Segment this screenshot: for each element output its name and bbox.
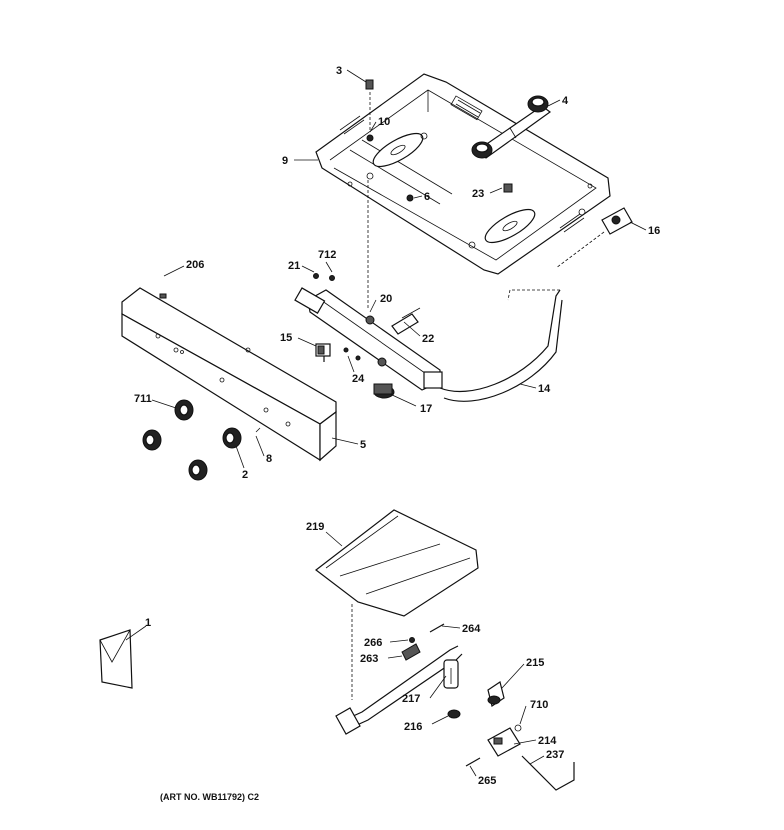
callout-711: 711	[134, 393, 152, 405]
valve-parts	[313, 273, 421, 399]
control-panel	[121, 287, 337, 462]
callout-216: 216	[404, 721, 422, 733]
oven-burner-tube	[335, 645, 463, 735]
callout-21: 21	[288, 260, 300, 272]
callout-237: 237	[546, 749, 564, 761]
callout-214: 214	[538, 735, 557, 747]
callout-1: 1	[145, 617, 151, 629]
callout-23: 23	[472, 188, 484, 200]
burner-box-assembly	[315, 73, 611, 275]
control-knobs	[142, 399, 261, 481]
callout-15: 15	[280, 332, 292, 344]
leader-lines	[125, 69, 647, 777]
callout-219: 219	[306, 521, 324, 533]
callout-8: 8	[266, 453, 272, 465]
burner-head-bracket	[471, 95, 552, 159]
callout-24: 24	[352, 373, 365, 385]
callout-264: 264	[462, 623, 481, 635]
callout-712: 712	[318, 249, 336, 261]
burner-shield	[315, 509, 479, 700]
callout-17: 17	[420, 403, 432, 415]
callout-215: 215	[526, 657, 544, 669]
callout-710: 710	[530, 699, 548, 711]
orifice-parts	[401, 623, 445, 661]
callout-263: 263	[360, 653, 378, 665]
callout-6: 6	[424, 191, 430, 203]
gas-tube	[439, 289, 563, 402]
manifold-pipe	[294, 287, 443, 391]
callout-16: 16	[648, 225, 660, 237]
callout-2: 2	[242, 469, 248, 481]
callout-217: 217	[402, 693, 420, 705]
callout-5: 5	[360, 439, 366, 451]
callout-206: 206	[186, 259, 204, 271]
callout-3: 3	[336, 65, 342, 77]
callout-266: 266	[364, 637, 382, 649]
art-number-caption: (ART NO. WB11792) C2	[160, 792, 259, 802]
callout-labels: 3 4 10 9 6 23 16 206 712 21 20 22 15 24 …	[134, 65, 660, 787]
screw-parts	[365, 79, 513, 310]
callout-9: 9	[282, 155, 288, 167]
callout-10: 10	[378, 116, 390, 128]
callout-4: 4	[562, 95, 569, 107]
igniter-parts	[465, 681, 575, 791]
callout-22: 22	[422, 333, 434, 345]
callout-265: 265	[478, 775, 496, 787]
electrode-bracket	[555, 207, 633, 269]
callout-14: 14	[538, 383, 551, 395]
literature-pack	[99, 629, 133, 689]
callout-20: 20	[380, 293, 392, 305]
